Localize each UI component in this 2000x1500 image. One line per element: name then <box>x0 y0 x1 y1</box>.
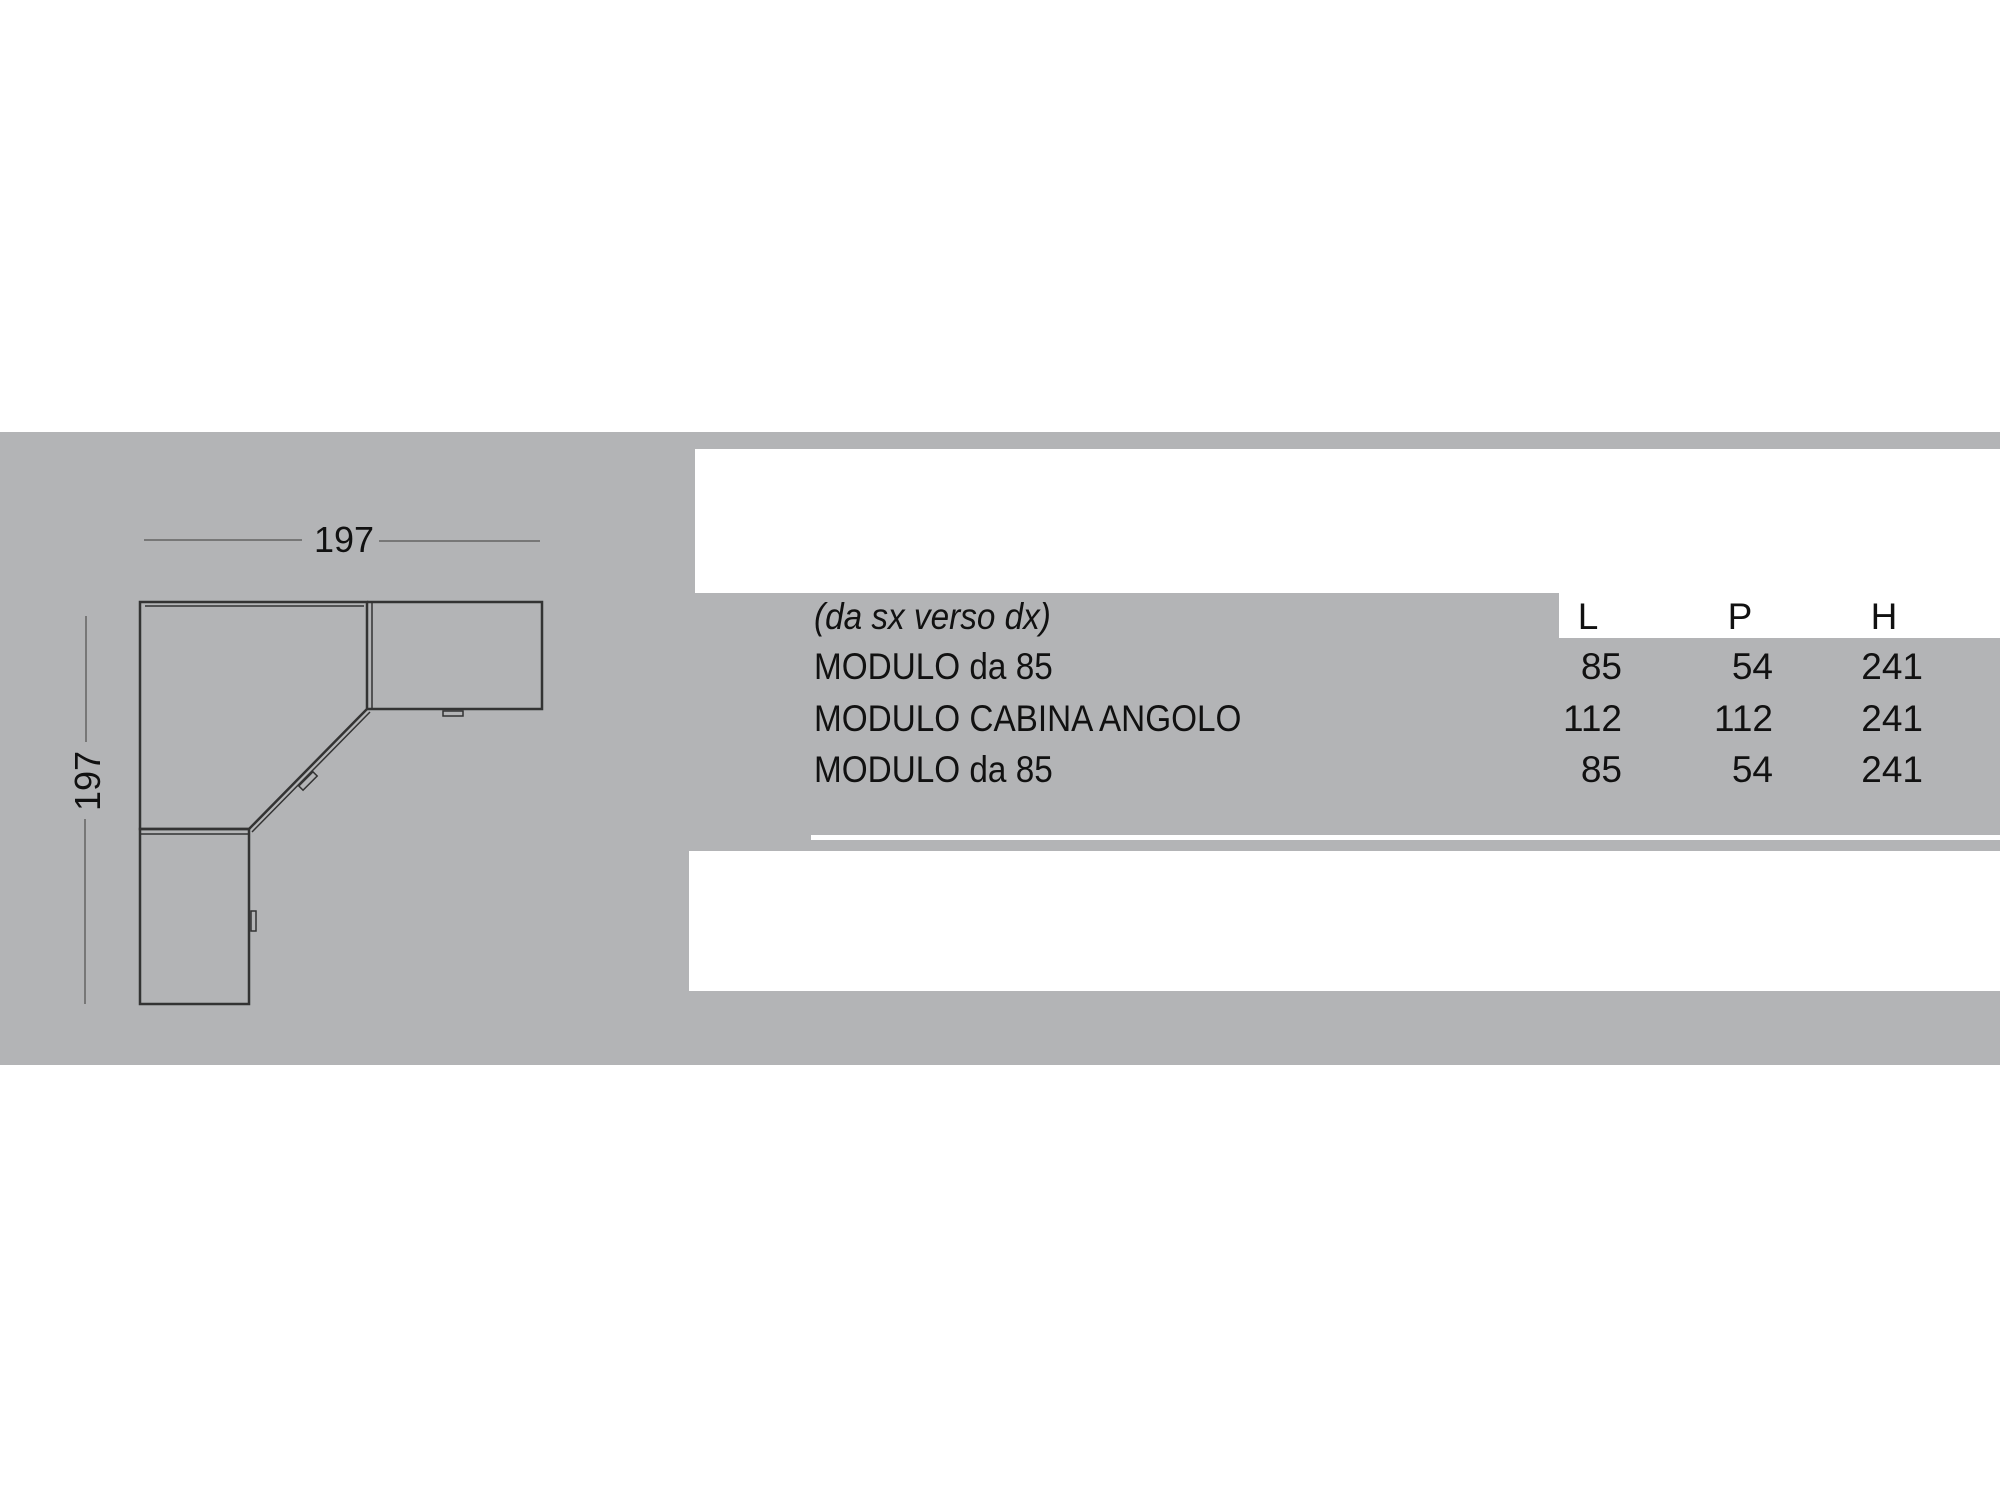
right-module-outline <box>367 600 544 711</box>
column-header-h: H <box>1870 596 1898 637</box>
row-p: 112 <box>1714 698 1773 739</box>
row-name: MODULO da 85 <box>814 646 1053 687</box>
row-l: 85 <box>1580 749 1622 790</box>
handle-icon <box>250 910 257 932</box>
corner-module-outline <box>138 600 369 831</box>
handle-icon <box>442 710 464 717</box>
column-header-l: L <box>1577 596 1599 637</box>
handle-icon <box>297 770 319 792</box>
row-name: MODULO CABINA ANGOLO <box>814 698 1242 739</box>
column-header-p: P <box>1727 596 1753 637</box>
top-white-panel <box>695 449 2000 593</box>
bottom-white-panel <box>689 851 2000 991</box>
left-module-outline <box>138 827 251 1006</box>
row-h: 241 <box>1861 646 1923 687</box>
row-p: 54 <box>1731 646 1773 687</box>
table-subtitle: (da sx verso dx) <box>814 596 1051 637</box>
width-dimension-label: 197 <box>314 519 375 560</box>
dimension-lines <box>84 539 540 1004</box>
divider-line <box>811 835 2000 840</box>
depth-dimension-label: 197 <box>67 750 109 812</box>
row-l: 85 <box>1580 646 1622 687</box>
row-name: MODULO da 85 <box>814 749 1053 790</box>
row-p: 54 <box>1731 749 1773 790</box>
row-h: 241 <box>1861 749 1923 790</box>
row-h: 241 <box>1861 698 1923 739</box>
header-white-cell <box>1559 593 2000 638</box>
row-l: 112 <box>1563 698 1622 739</box>
